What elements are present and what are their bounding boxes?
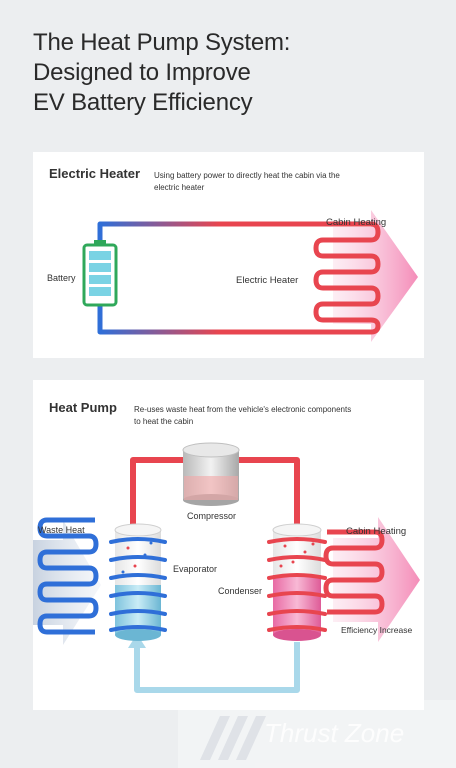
heat-pump-desc-2: to heat the cabin [134, 417, 193, 426]
cabin-heating-coil [323, 529, 385, 615]
title-line-3: EV Battery Efficiency [33, 89, 253, 116]
circuit-top-pipe [97, 221, 317, 245]
waste-heat-coil [37, 517, 99, 635]
heat-pump-panel: Heat Pump Re-uses waste heat from the ve… [33, 380, 424, 710]
watermark-text: Thrust Zone [264, 718, 404, 748]
evaporator-label: Evaporator [173, 564, 217, 574]
evaporator-coil [109, 537, 167, 632]
condenser-icon [272, 523, 322, 641]
title-line-2: Designed to Improve [33, 59, 251, 86]
watermark-logo: Thrust Zone [200, 716, 404, 760]
battery-icon [82, 240, 118, 307]
compressor-label: Compressor [187, 511, 236, 521]
watermark: Thrust Zone [178, 700, 456, 768]
electric-heater-label: Electric Heater [236, 275, 298, 286]
pipe-compressor-to-condenser [239, 457, 300, 528]
pipe-evap-to-compressor [130, 457, 183, 528]
efficiency-increase-label: Efficiency Increase [341, 625, 412, 635]
cabin-heating-label: Cabin Heating [326, 217, 386, 228]
pipe-return [134, 642, 300, 693]
electric-heater-desc-1: Using battery power to directly heat the… [154, 171, 340, 180]
heat-pump-diagram: Heat Pump Re-uses waste heat from the ve… [33, 400, 420, 693]
compressor-icon [182, 442, 240, 506]
electric-heater-coil [313, 221, 381, 335]
electric-heater-desc-2: electric heater [154, 183, 205, 192]
electric-heater-diagram: Electric Heater Using battery power to d… [47, 166, 418, 342]
circuit-bottom-pipe [97, 303, 317, 335]
cabin-heating-label-2: Cabin Heating [346, 526, 406, 537]
cabin-heat-arrow [333, 210, 418, 342]
condenser-coil [267, 537, 327, 632]
condenser-label: Condenser [218, 586, 262, 596]
waste-heat-label: Waste Heat [38, 525, 85, 535]
page-title: The Heat Pump System: Designed to Improv… [33, 28, 433, 118]
return-arrow-head [128, 634, 146, 648]
heat-pump-desc-1: Re-uses waste heat from the vehicle's el… [134, 405, 351, 414]
heat-pump-heading: Heat Pump [49, 400, 117, 415]
battery-label: Battery [47, 273, 76, 283]
title-line-1: The Heat Pump System: [33, 29, 291, 56]
electric-heater-panel: Electric Heater Using battery power to d… [33, 152, 424, 358]
electric-heater-heading: Electric Heater [49, 166, 140, 181]
